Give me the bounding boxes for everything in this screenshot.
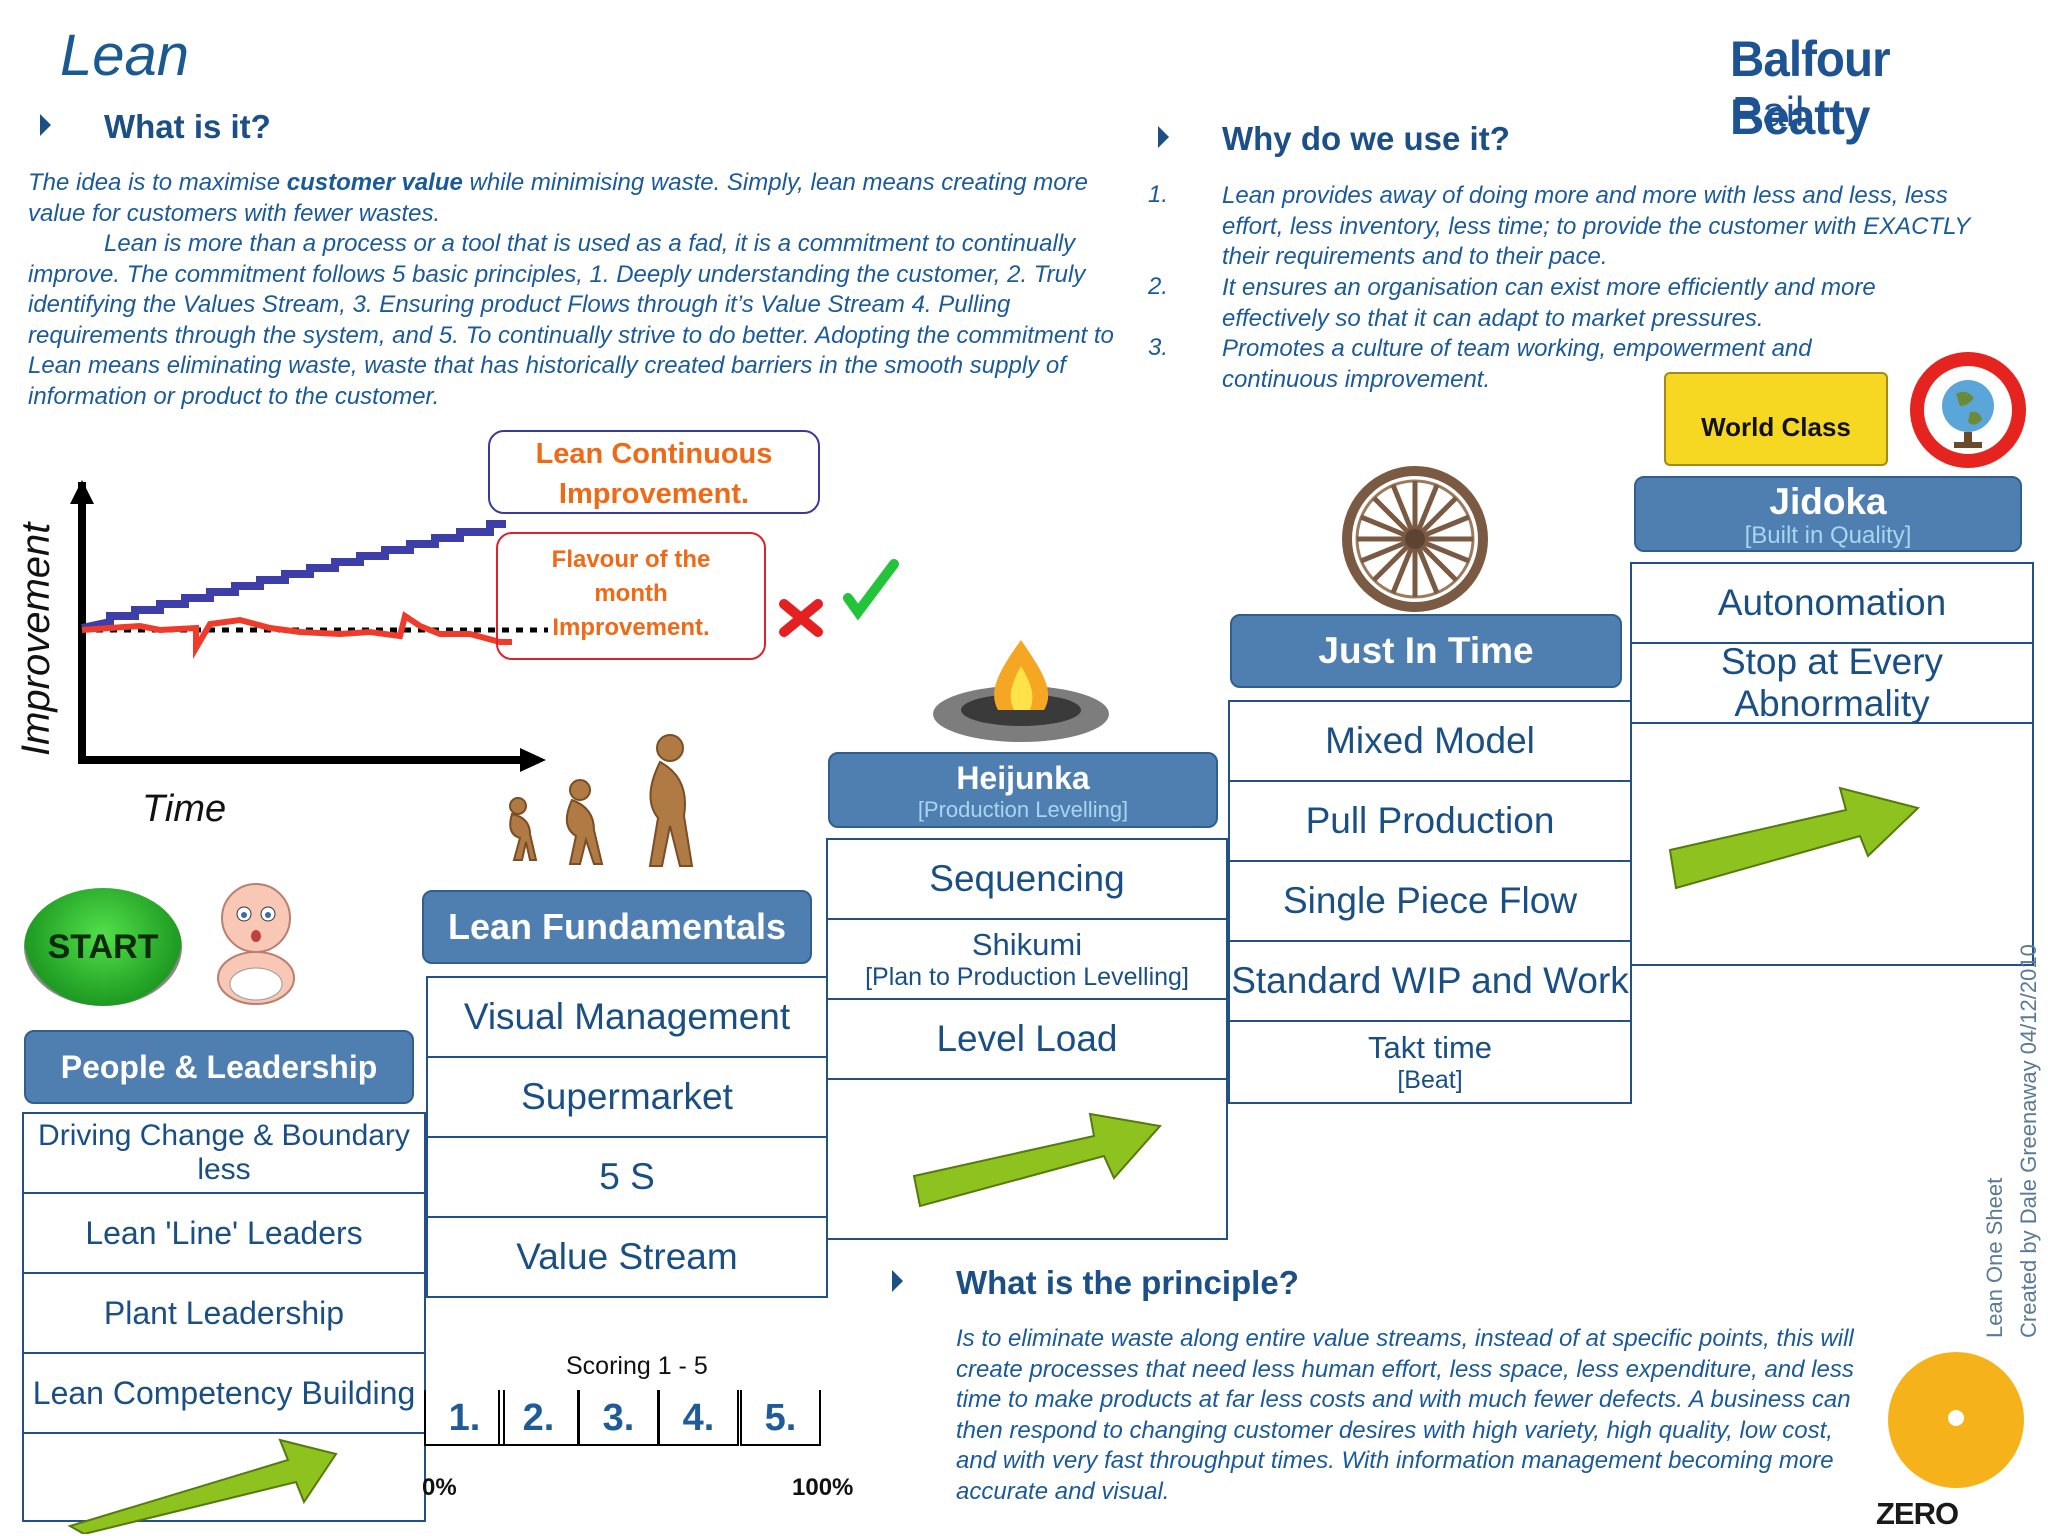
people-item: Plant Leadership	[22, 1272, 426, 1354]
jidoka-title: Jidoka	[1769, 481, 1887, 522]
bullet-arrow-icon	[40, 114, 51, 136]
fundamentals-item: 5 S	[426, 1136, 828, 1218]
bullet-arrow-icon	[1158, 126, 1169, 148]
customer-value-emphasis: customer value	[286, 169, 463, 196]
what-is-it-heading: What is it?	[104, 108, 271, 145]
world-class-label: World Class	[1701, 412, 1851, 442]
just-in-time-header: Just In Time	[1230, 614, 1622, 688]
score-box-5[interactable]: 5.	[740, 1390, 821, 1446]
improvement-chart	[70, 480, 899, 772]
people-item: Lean 'Line' Leaders	[22, 1192, 426, 1274]
heijunka-title: Heijunka	[956, 760, 1090, 796]
heijunka-item: Level Load	[826, 998, 1228, 1080]
lean-improvement-line	[81, 520, 506, 632]
zero-harm-label: ZERO HARM	[1876, 1496, 1966, 1536]
fundamentals-item: Visual Management	[426, 976, 828, 1058]
brand-logo-division: Rail	[1732, 88, 1805, 135]
heijunka-item: Sequencing	[826, 838, 1228, 920]
brand-logo-name: Balfour Beatty	[1730, 31, 1891, 145]
principle-heading: What is the principle?	[956, 1264, 1299, 1301]
what-is-it-text: The idea is to maximise customer value w…	[28, 168, 1118, 412]
green-arrow-icon	[1668, 786, 1920, 890]
jit-item: Single Piece Flow	[1228, 860, 1632, 942]
side-note-title: Lean One Sheet	[1982, 1177, 2007, 1338]
flavour-label-2: month	[594, 580, 668, 607]
heijunka-subtitle: [Production Levelling]	[917, 797, 1129, 822]
green-arrow-icon	[67, 1438, 338, 1534]
jidoka-header: Jidoka [Built in Quality]	[1634, 476, 2022, 552]
why-item-number: 1.	[1148, 181, 1169, 208]
jidoka-item: Stop at Every Abnormality	[1630, 641, 2034, 724]
scoring-max: 100%	[792, 1474, 854, 1501]
heijunka-header: Heijunka [Production Levelling]	[828, 752, 1218, 828]
flavour-label-1: Flavour of the	[551, 546, 711, 573]
score-box-2[interactable]: 2.	[498, 1390, 579, 1446]
green-check-icon	[843, 559, 899, 621]
flavour-label-3: Improvement.	[552, 614, 710, 641]
campfire-icon	[933, 640, 1109, 742]
flavour-of-month-line	[81, 611, 512, 660]
jit-item: Standard WIP and Work	[1228, 940, 1632, 1022]
page-title: Lean	[60, 23, 190, 88]
shikumi-label: Shikumi	[971, 926, 1083, 962]
what-is-it-p1-end: while minimising waste. Simply, lean mea…	[28, 169, 1088, 227]
principle-text: Is to eliminate waste along entire value…	[956, 1325, 1854, 1505]
lean-continuous-label: Lean Continuous	[535, 438, 773, 470]
x-axis-arrowhead	[520, 748, 546, 772]
jidoka-item: Autonomation	[1630, 562, 2034, 644]
x-axis-label: Time	[142, 788, 227, 830]
fundamentals-item: Supermarket	[426, 1056, 828, 1138]
what-is-it-p1-start: The idea is to maximise	[28, 169, 287, 196]
lean-continuous-label-2: Improvement.	[558, 478, 750, 510]
people-leadership-header: People & Leadership	[24, 1030, 414, 1104]
what-is-it-p2: Lean is more than a process or a tool th…	[28, 230, 1114, 410]
score-box-1[interactable]: 1.	[424, 1390, 505, 1446]
y-axis-arrowhead	[70, 480, 94, 504]
scoring-min: 0%	[422, 1474, 457, 1501]
jit-item: Mixed Model	[1228, 700, 1632, 782]
y-axis-label: Improvement	[14, 522, 58, 756]
takt-time-label: Takt time	[1367, 1029, 1493, 1065]
people-item: Driving Change & Boundary less	[22, 1112, 426, 1194]
bullet-arrow-icon	[892, 1270, 903, 1292]
why-use-heading: Why do we use it?	[1222, 120, 1510, 157]
flavour-label-box: Flavour of the month Improvement.	[496, 532, 766, 660]
why-item-number: 3.	[1148, 334, 1169, 361]
people-item: Lean Competency Building	[22, 1352, 426, 1434]
evolution-figures-icon	[509, 734, 694, 867]
jit-item-takt: Takt time [Beat]	[1228, 1020, 1632, 1104]
heijunka-item-shikumi: Shikumi [Plan to Production Levelling]	[826, 918, 1228, 1000]
scoring-label: Scoring 1 - 5	[566, 1352, 708, 1380]
takt-time-sub: [Beat]	[1397, 1065, 1463, 1094]
baby-icon	[217, 883, 295, 1005]
why-item-text: Promotes a culture of team working, empo…	[1222, 335, 1812, 393]
jidoka-subtitle: [Built in Quality]	[1744, 522, 1912, 549]
green-arrow-icon	[912, 1112, 1162, 1208]
lean-continuous-label-box: Lean Continuous Improvement.	[488, 430, 820, 514]
wagon-wheel-icon	[1342, 466, 1488, 612]
side-note-author: Created by Dale Greenaway 04/12/2010	[2016, 944, 2041, 1338]
world-class-scroll	[1664, 372, 1888, 466]
shikumi-sub: [Plan to Production Levelling]	[865, 962, 1189, 991]
why-item-number: 2.	[1148, 273, 1169, 300]
fundamentals-item: Value Stream	[426, 1216, 828, 1298]
people-arrow-cell	[22, 1432, 426, 1522]
jit-item: Pull Production	[1228, 780, 1632, 862]
lean-fundamentals-header: Lean Fundamentals	[422, 890, 812, 964]
why-item-text: Lean provides away of doing more and mor…	[1222, 182, 1970, 270]
globe-icon	[1910, 352, 2026, 468]
score-box-4[interactable]: 4.	[658, 1390, 739, 1446]
start-button[interactable]: START	[24, 888, 182, 1006]
why-item-text: It ensures an organisation can exist mor…	[1222, 274, 1876, 332]
score-box-3[interactable]: 3.	[578, 1390, 659, 1446]
zero-harm-logo-icon	[1888, 1352, 2024, 1488]
